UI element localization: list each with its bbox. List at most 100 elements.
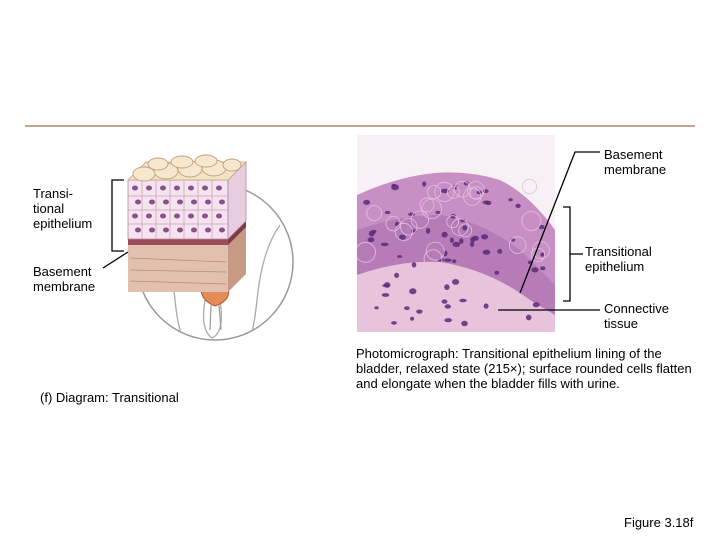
cell-nucleus: [146, 185, 152, 191]
micrograph-cell-outline: [410, 210, 429, 229]
micrograph-cell-outline: [419, 197, 435, 213]
micrograph-nucleus: [384, 210, 391, 215]
micrograph-nucleus: [411, 262, 417, 268]
micrograph-nucleus: [508, 198, 513, 202]
cell-nucleus: [163, 227, 169, 233]
micrograph-nucleus: [494, 270, 500, 275]
micrograph-cell-outline: [463, 187, 482, 206]
micrograph-nucleus: [469, 241, 475, 247]
micrograph-nucleus: [409, 288, 417, 295]
micrograph-cell-outline: [427, 184, 442, 199]
micrograph-cell-outline: [421, 198, 442, 220]
micrograph-cell-outline: [453, 180, 471, 198]
label-transitional-epithelium-right: Transitional epithelium: [585, 244, 652, 274]
micrograph-nucleus: [380, 242, 389, 247]
micrograph-cell-outline: [400, 218, 418, 236]
cell-nucleus: [177, 227, 183, 233]
micrograph-nucleus: [449, 237, 454, 243]
cell-nucleus: [205, 199, 211, 205]
micrograph-nucleus: [531, 267, 539, 273]
micrograph-nucleus: [374, 306, 379, 310]
label-basement-membrane-left: Basement membrane: [33, 264, 96, 294]
leader-lines: [102, 151, 600, 311]
micrograph-cell-outline: [425, 241, 445, 261]
micrograph-nucleus: [459, 238, 464, 244]
cell-nucleus: [202, 213, 208, 219]
micrograph-nucleus: [525, 314, 532, 321]
figure-number: Figure 3.18f: [624, 515, 694, 530]
micrograph-nucleus: [416, 309, 423, 314]
micrograph-nucleus: [515, 203, 521, 208]
micrograph-nucleus: [397, 255, 403, 258]
micrograph-nucleus: [452, 259, 457, 264]
micrograph-nucleus: [471, 235, 479, 241]
micrograph-cell-outline: [434, 181, 455, 202]
photo-caption: Photomicrograph: Transitional epithelium…: [356, 346, 692, 391]
micrograph-nucleus: [391, 321, 397, 325]
micrograph-cell-outline: [458, 223, 473, 238]
micrograph-nucleus: [394, 272, 400, 278]
cell-nucleus: [219, 227, 225, 233]
cell-nucleus: [216, 213, 222, 219]
cell-nucleus: [205, 227, 211, 233]
micrograph-nucleus: [532, 302, 540, 308]
micrograph-nucleus: [452, 241, 461, 247]
cell-nucleus: [191, 227, 197, 233]
micrograph-nucleus: [444, 318, 453, 323]
micrograph-cell-outline: [446, 185, 460, 199]
micrograph-nucleus: [444, 304, 451, 309]
micrograph-cell-outline: [521, 178, 538, 195]
cell-nucleus: [146, 213, 152, 219]
micrograph-nucleus: [381, 293, 390, 297]
micrograph-nucleus: [363, 199, 370, 205]
cell-nucleus: [177, 199, 183, 205]
cell-nucleus: [149, 199, 155, 205]
micrograph-nucleus: [483, 303, 489, 309]
diagram-caption: (f) Diagram: Transitional: [40, 390, 179, 405]
cell-nucleus: [174, 185, 180, 191]
micrograph-nucleus: [425, 227, 431, 234]
micrograph-cell-outline: [509, 236, 527, 254]
cell-nucleus: [188, 185, 194, 191]
micrograph-nucleus: [435, 210, 441, 214]
label-basement-membrane-right: Basement membrane: [604, 147, 667, 177]
cell-nucleus: [135, 199, 141, 205]
photomicrograph-image: [357, 135, 555, 332]
cell-nucleus: [149, 227, 155, 233]
micrograph-nucleus: [384, 282, 391, 288]
micrograph-nucleus: [482, 200, 490, 205]
micrograph-nucleus: [444, 284, 450, 290]
micrograph-nucleus: [463, 181, 469, 186]
micrograph-nucleus: [450, 214, 456, 219]
micrograph-nucleus: [452, 279, 460, 285]
micrograph-cell-outline: [532, 241, 550, 260]
micrograph-nucleus: [394, 221, 400, 227]
micrograph-nucleus: [441, 231, 448, 238]
micrograph-nucleus: [367, 237, 375, 243]
micrograph-nucleus: [540, 252, 545, 257]
tissue-block-diagram: [127, 154, 247, 292]
micrograph-cell-outline: [466, 181, 485, 199]
micrograph-cell-outline: [357, 241, 376, 263]
micrograph-cell-outline: [394, 222, 413, 241]
micrograph-nucleus: [482, 249, 491, 255]
micrograph-nucleus: [404, 306, 410, 311]
micrograph-nucleus: [440, 188, 449, 194]
micrograph-nucleus: [459, 298, 467, 303]
micrograph-cell-outline: [366, 205, 383, 221]
cell-nucleus: [191, 199, 197, 205]
micrograph-nucleus: [399, 234, 406, 240]
micrograph-nucleus: [540, 266, 546, 271]
micrograph-cell-outline: [423, 249, 443, 269]
micrograph-nucleus: [444, 258, 452, 262]
micrograph-nucleus: [481, 234, 489, 240]
cell-nucleus: [174, 213, 180, 219]
cell-nucleus: [160, 185, 166, 191]
cell-nucleus: [188, 213, 194, 219]
cell-nucleus: [132, 213, 138, 219]
cell-nucleus: [202, 185, 208, 191]
cell-nucleus: [135, 227, 141, 233]
cell-nucleus: [163, 199, 169, 205]
micrograph-nucleus: [497, 249, 503, 254]
micrograph-nucleus: [441, 299, 448, 304]
